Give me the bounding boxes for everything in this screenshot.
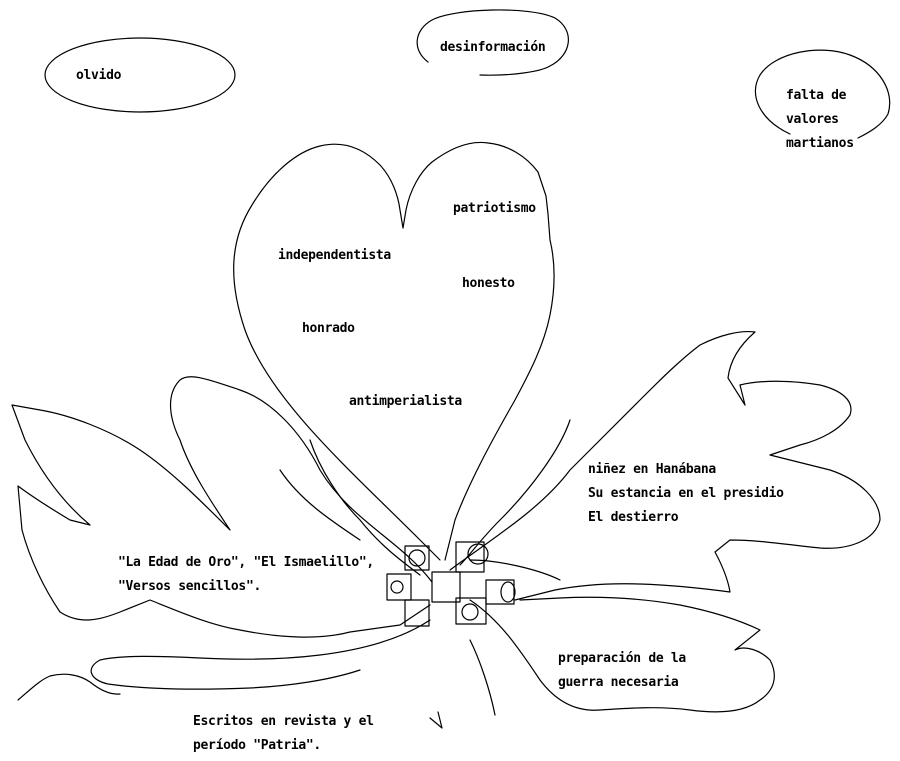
label-guerra: guerra necesaria: [558, 671, 686, 695]
label-antimperialista: antimperialista: [349, 390, 462, 414]
label-edad-oro: "La Edad de Oro", "El Ismaelillo",: [118, 551, 374, 575]
label-presidio: Su estancia en el presidio: [588, 482, 784, 506]
label-honesto: honesto: [462, 272, 515, 296]
label-falta-line-3: martianos: [786, 132, 854, 156]
label-falta-line-1: falta de: [786, 84, 854, 108]
label-falta-line-2: valores: [786, 108, 854, 132]
label-left-leaf: "La Edad de Oro", "El Ismaelillo", "Vers…: [118, 551, 374, 599]
label-patriotismo: patriotismo: [453, 197, 536, 221]
center-knot: [387, 542, 560, 626]
label-escritos: Escritos en revista y el: [193, 710, 374, 734]
right-leaf-inner: [460, 420, 570, 565]
label-right-leaf: niñez en Hanábana Su estancia en el pres…: [588, 458, 784, 530]
label-preparacion: preparación de la: [558, 647, 686, 671]
label-independentista: independentista: [278, 244, 391, 268]
label-patria: período "Patria".: [193, 734, 374, 758]
bottom-left-stroke: [18, 674, 120, 700]
bottom-right-stroke: [430, 640, 495, 728]
label-versos: "Versos sencillos".: [118, 575, 374, 599]
label-bottom: Escritos en revista y el período "Patria…: [193, 710, 374, 758]
lower-left-leaf: [91, 620, 430, 689]
label-destierro: El destierro: [588, 506, 784, 530]
olvido-oval: [45, 38, 235, 112]
label-desinformacion: desinformación: [440, 36, 545, 60]
label-ninez: niñez en Hanábana: [588, 458, 784, 482]
label-honrado: honrado: [302, 317, 355, 341]
label-falta-valores: falta de valores martianos: [786, 84, 854, 156]
label-lower-right: preparación de la guerra necesaria: [558, 647, 686, 695]
label-olvido: olvido: [76, 64, 121, 88]
